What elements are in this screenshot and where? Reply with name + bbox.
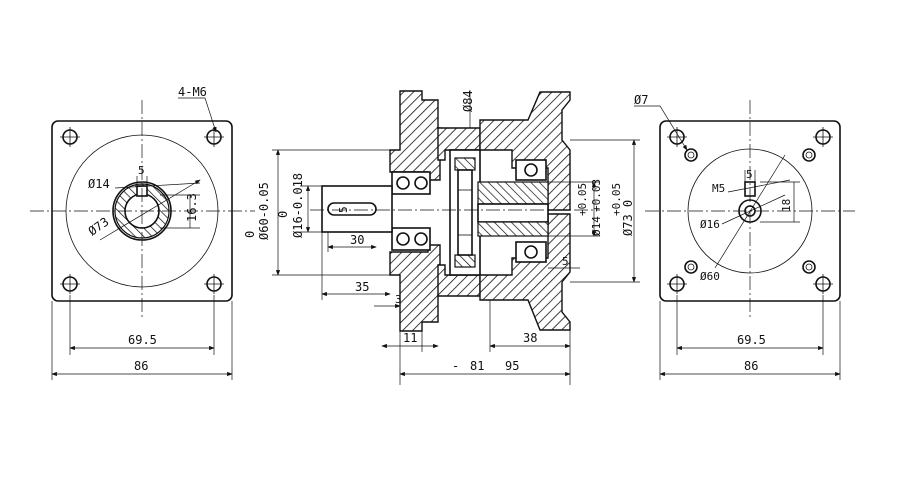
left-flange-width: 86	[134, 359, 148, 373]
right-bolt-spacing: 69.5	[737, 333, 766, 347]
right-key-height: 18	[780, 199, 793, 212]
right-spigot-dia: Ø60	[700, 270, 720, 283]
left-bore-dia: Ø14	[88, 177, 110, 191]
side-bore-tol-plus2: +0.03	[590, 179, 603, 212]
side-pilot-tol-upper: 0	[243, 231, 257, 238]
output-flange-top	[389, 90, 441, 181]
right-mount-holes	[684, 148, 816, 274]
left-bolt-holes	[60, 127, 224, 294]
side-shaft-tol-upper: 0	[276, 211, 290, 218]
side-total-len: 81	[470, 359, 484, 373]
side-total-len-2: 95	[505, 359, 519, 373]
gear-bottom	[454, 254, 476, 268]
left-bolt-spacing: 69.5	[128, 333, 157, 347]
side-bore-tol-plus: +0.05	[576, 183, 589, 216]
side-shaft-len: 35	[355, 280, 369, 294]
left-pitch-dia: Ø73	[86, 215, 112, 239]
input-flange-bottom	[479, 213, 571, 331]
right-hole-dia: Ø7	[634, 93, 648, 107]
right-bolt-holes	[667, 127, 833, 294]
side-section-view: Ø84 0 Ø60-0.05 0 Ø16-0.018 5 30 35 3 11	[243, 90, 640, 385]
right-bore-dia: Ø16	[700, 218, 720, 231]
side-pilot-depth: 3	[395, 293, 402, 306]
side-input-len: 38	[523, 331, 537, 345]
gear-top	[454, 157, 476, 171]
left-key-height: 16.3	[185, 193, 199, 222]
right-flange-view: Ø7 5 M5 18 Ø16 Ø60 69.5 86	[634, 93, 855, 380]
input-flange-top	[479, 91, 571, 211]
side-bore-tol: Ø14	[590, 216, 603, 236]
left-key-width: 5	[138, 164, 145, 177]
side-flange-thk: 11	[403, 331, 417, 345]
shaft-keyway	[327, 202, 377, 216]
right-flange-width: 86	[744, 359, 758, 373]
input-shaft	[477, 181, 549, 205]
right-thread: M5	[712, 182, 725, 195]
side-flange-dia: Ø84	[461, 90, 475, 112]
left-thread-note: 4-M6	[178, 85, 207, 99]
side-total-dash: -	[452, 359, 459, 373]
side-key-width: 5	[337, 206, 350, 213]
left-flange-view: 4-M6 Ø14 5 16.3 Ø73 69.5 86	[30, 85, 255, 380]
side-dim-5: 5	[562, 255, 569, 268]
side-shaft-tol: Ø16-0.018	[291, 173, 305, 238]
side-pcd-tol: Ø73 0	[621, 200, 635, 236]
bearings	[391, 159, 547, 263]
right-key-width: 5	[746, 168, 753, 181]
output-flange-bottom	[389, 244, 441, 332]
side-pcd-tol-plus: +0.05	[610, 183, 623, 216]
side-pilot-tol: Ø60-0.05	[257, 182, 271, 240]
side-keyway-len: 30	[350, 233, 364, 247]
